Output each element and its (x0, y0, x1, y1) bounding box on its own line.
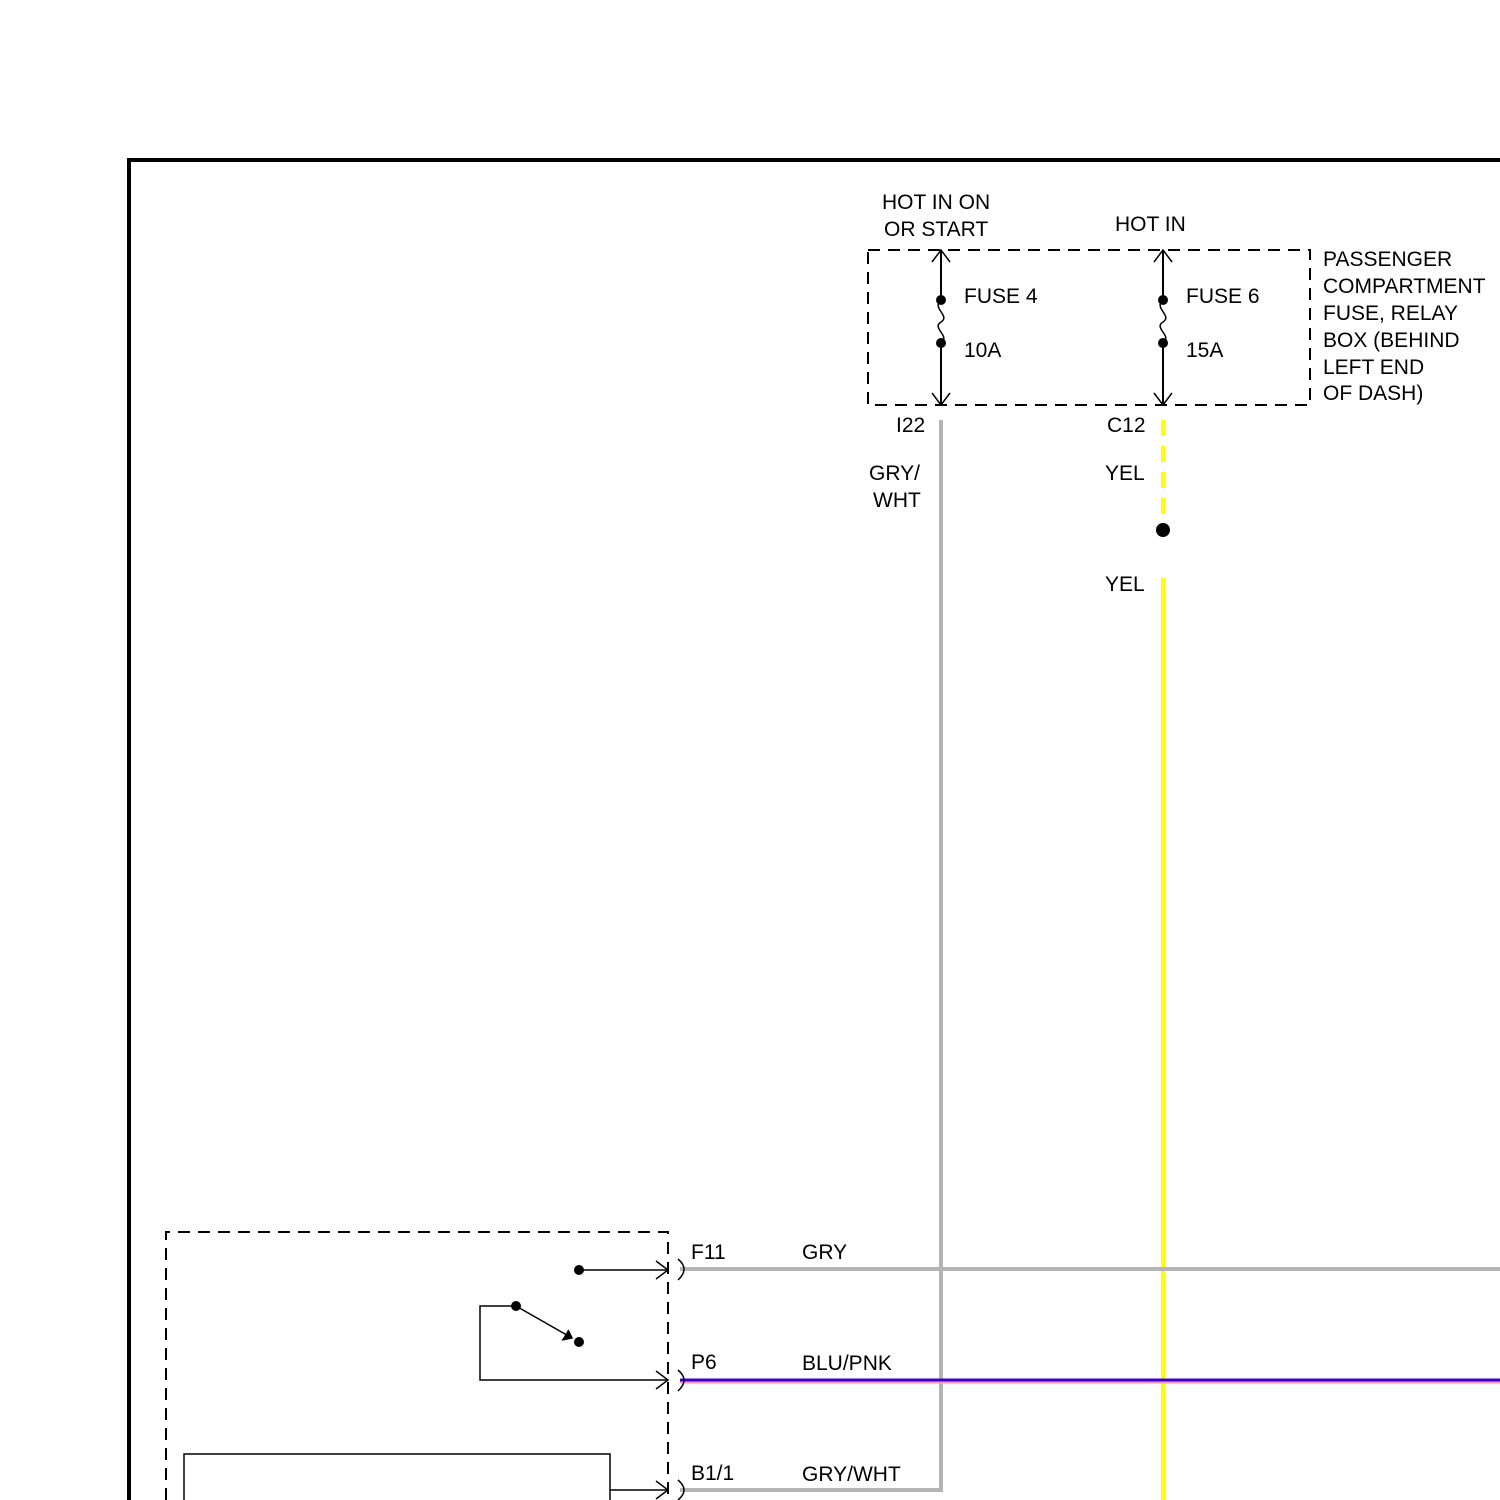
fuse6-power-label: HOT IN (1115, 213, 1186, 236)
fuse-box-name-line-4: BOX (BEHIND (1323, 329, 1460, 352)
fuse-box-name-line-6: OF DASH) (1323, 382, 1423, 405)
fuse6-wire-color-upper: YEL (1105, 462, 1145, 485)
fuse-6-symbol (1154, 250, 1172, 405)
fuse4-wire-color-line2: WHT (873, 489, 921, 512)
connector-f11-terminal: F11 (691, 1241, 726, 1264)
fuse-box-name-line-5: LEFT END (1323, 356, 1424, 379)
fuse-box-name-line-2: COMPARTMENT (1323, 275, 1486, 298)
fuse-box-name-line-3: FUSE, RELAY (1323, 302, 1458, 325)
fuse-4-rating: 10A (964, 339, 1001, 362)
connector-b1-1-wire: GRY/WHT (802, 1463, 901, 1486)
yel-splice-dot (1156, 523, 1170, 537)
gry-wht-wire (680, 420, 941, 1490)
fuse4-power-label-line2: OR START (884, 218, 988, 241)
fuse6-wire-color-lower: YEL (1105, 573, 1145, 596)
fuse-4-terminal: I22 (896, 414, 925, 437)
diagram-frame (129, 160, 1500, 1500)
fuse-6-name: FUSE 6 (1186, 285, 1260, 308)
fuse-6-rating: 15A (1186, 339, 1223, 362)
switch-symbol (480, 1301, 684, 1391)
connector-p6-terminal: P6 (691, 1351, 717, 1374)
fuse-4-name: FUSE 4 (964, 285, 1038, 308)
fuse4-power-label-line1: HOT IN ON (882, 191, 990, 214)
fuse-6-terminal: C12 (1107, 414, 1146, 437)
component-box-outline (166, 1232, 668, 1500)
terminal-b1-1-symbol (184, 1454, 684, 1500)
fuse-box-outline (868, 250, 1310, 405)
connector-f11-wire: GRY (802, 1241, 847, 1264)
fuse-box-name-line-1: PASSENGER (1323, 248, 1452, 271)
fuse-4-symbol (932, 250, 950, 405)
blu-pnk-wire-p6 (680, 1380, 1500, 1381)
fuse4-wire-color-line1: GRY/ (869, 462, 920, 485)
connector-b1-1-terminal: B1/1 (691, 1462, 734, 1485)
connector-p6-wire: BLU/PNK (802, 1352, 892, 1375)
